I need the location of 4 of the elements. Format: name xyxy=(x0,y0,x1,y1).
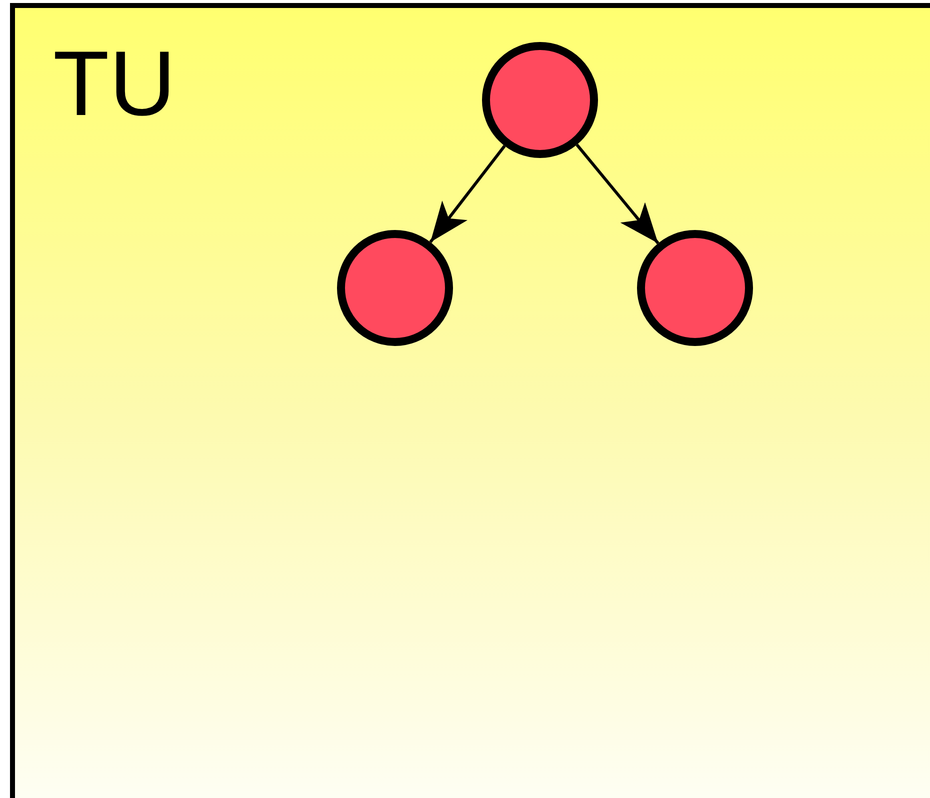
box-title: TU xyxy=(53,38,176,130)
arrow xyxy=(576,144,660,244)
arrow xyxy=(429,145,506,243)
container-box xyxy=(10,3,930,798)
